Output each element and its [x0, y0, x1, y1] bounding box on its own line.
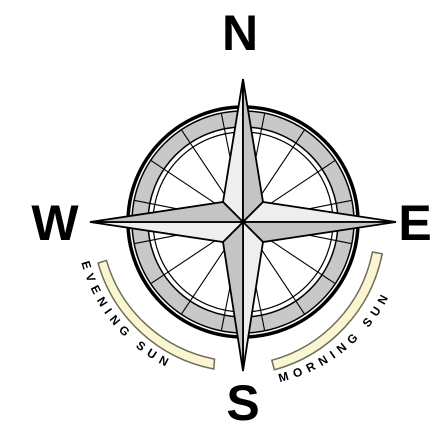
- east-label: E: [398, 195, 431, 251]
- south-label: S: [226, 375, 259, 427]
- west-label: W: [31, 195, 79, 251]
- north-label: N: [222, 5, 258, 61]
